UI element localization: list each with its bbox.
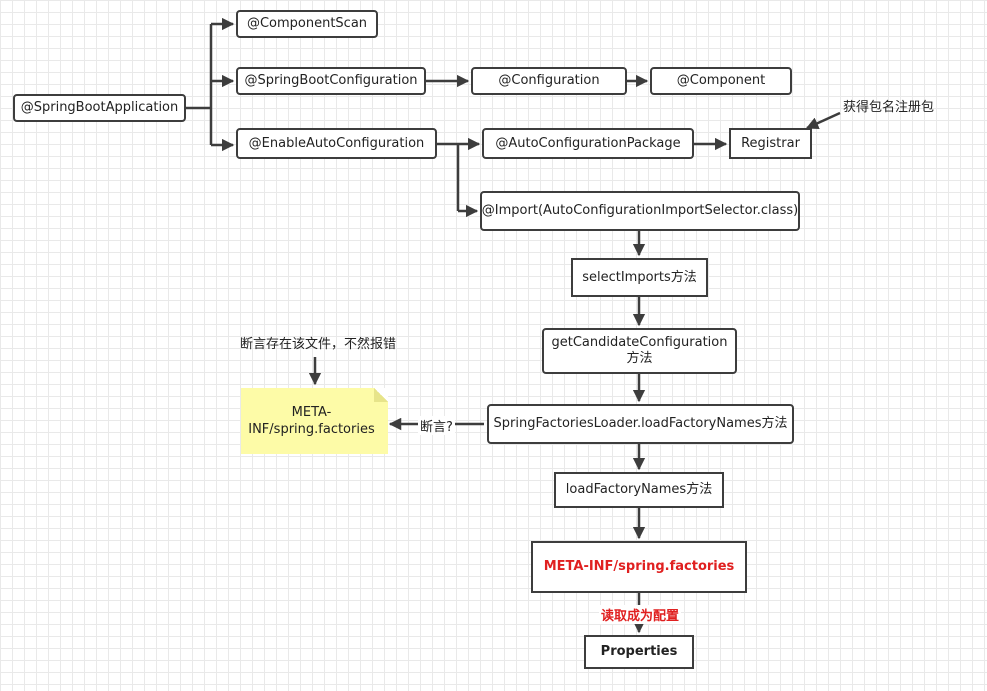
get-candidate-configuration-node[interactable]: getCandidateConfiguration 方法 (542, 328, 737, 374)
edge-registrar-comment (805, 111, 841, 130)
meta-inf-spring-factories-node[interactable]: META-INF/spring.factories (531, 541, 747, 593)
registrar-node[interactable]: Registrar (729, 128, 812, 159)
load-factory-names-node[interactable]: loadFactoryNames方法 (554, 472, 724, 508)
import-selector-node[interactable]: @Import(AutoConfigurationImportSelector.… (480, 191, 800, 231)
spring-boot-application-node[interactable]: @SpringBootApplication (13, 94, 186, 122)
get-candidate-line2: 方法 (626, 351, 653, 366)
assert-comment-label: 断言存在该文件，不然报错 (240, 337, 397, 352)
enable-auto-configuration-node[interactable]: @EnableAutoConfiguration (236, 128, 437, 159)
component-node[interactable]: @Component (650, 67, 792, 95)
note-line2: INF/spring.factories (248, 422, 375, 437)
registrar-comment-label: 获得包名注册包 (843, 100, 935, 115)
note-fold-icon (374, 388, 388, 402)
spring-factories-note[interactable]: META- INF/spring.factories (241, 388, 388, 454)
spring-factories-loader-node[interactable]: SpringFactoriesLoader.loadFactoryNames方法 (487, 404, 794, 444)
get-candidate-line1: getCandidateConfiguration (551, 335, 728, 350)
read-as-config-label: 读取成为配置 (599, 605, 682, 624)
note-line1: META- (291, 405, 332, 420)
configuration-node[interactable]: @Configuration (471, 67, 627, 95)
spring-boot-configuration-node[interactable]: @SpringBootConfiguration (236, 67, 426, 95)
assert-edge-label: 断言? (418, 416, 455, 435)
select-imports-node[interactable]: selectImports方法 (571, 258, 708, 297)
component-scan-node[interactable]: @ComponentScan (236, 10, 378, 38)
auto-configuration-package-node[interactable]: @AutoConfigurationPackage (482, 128, 694, 159)
properties-node[interactable]: Properties (584, 635, 694, 669)
